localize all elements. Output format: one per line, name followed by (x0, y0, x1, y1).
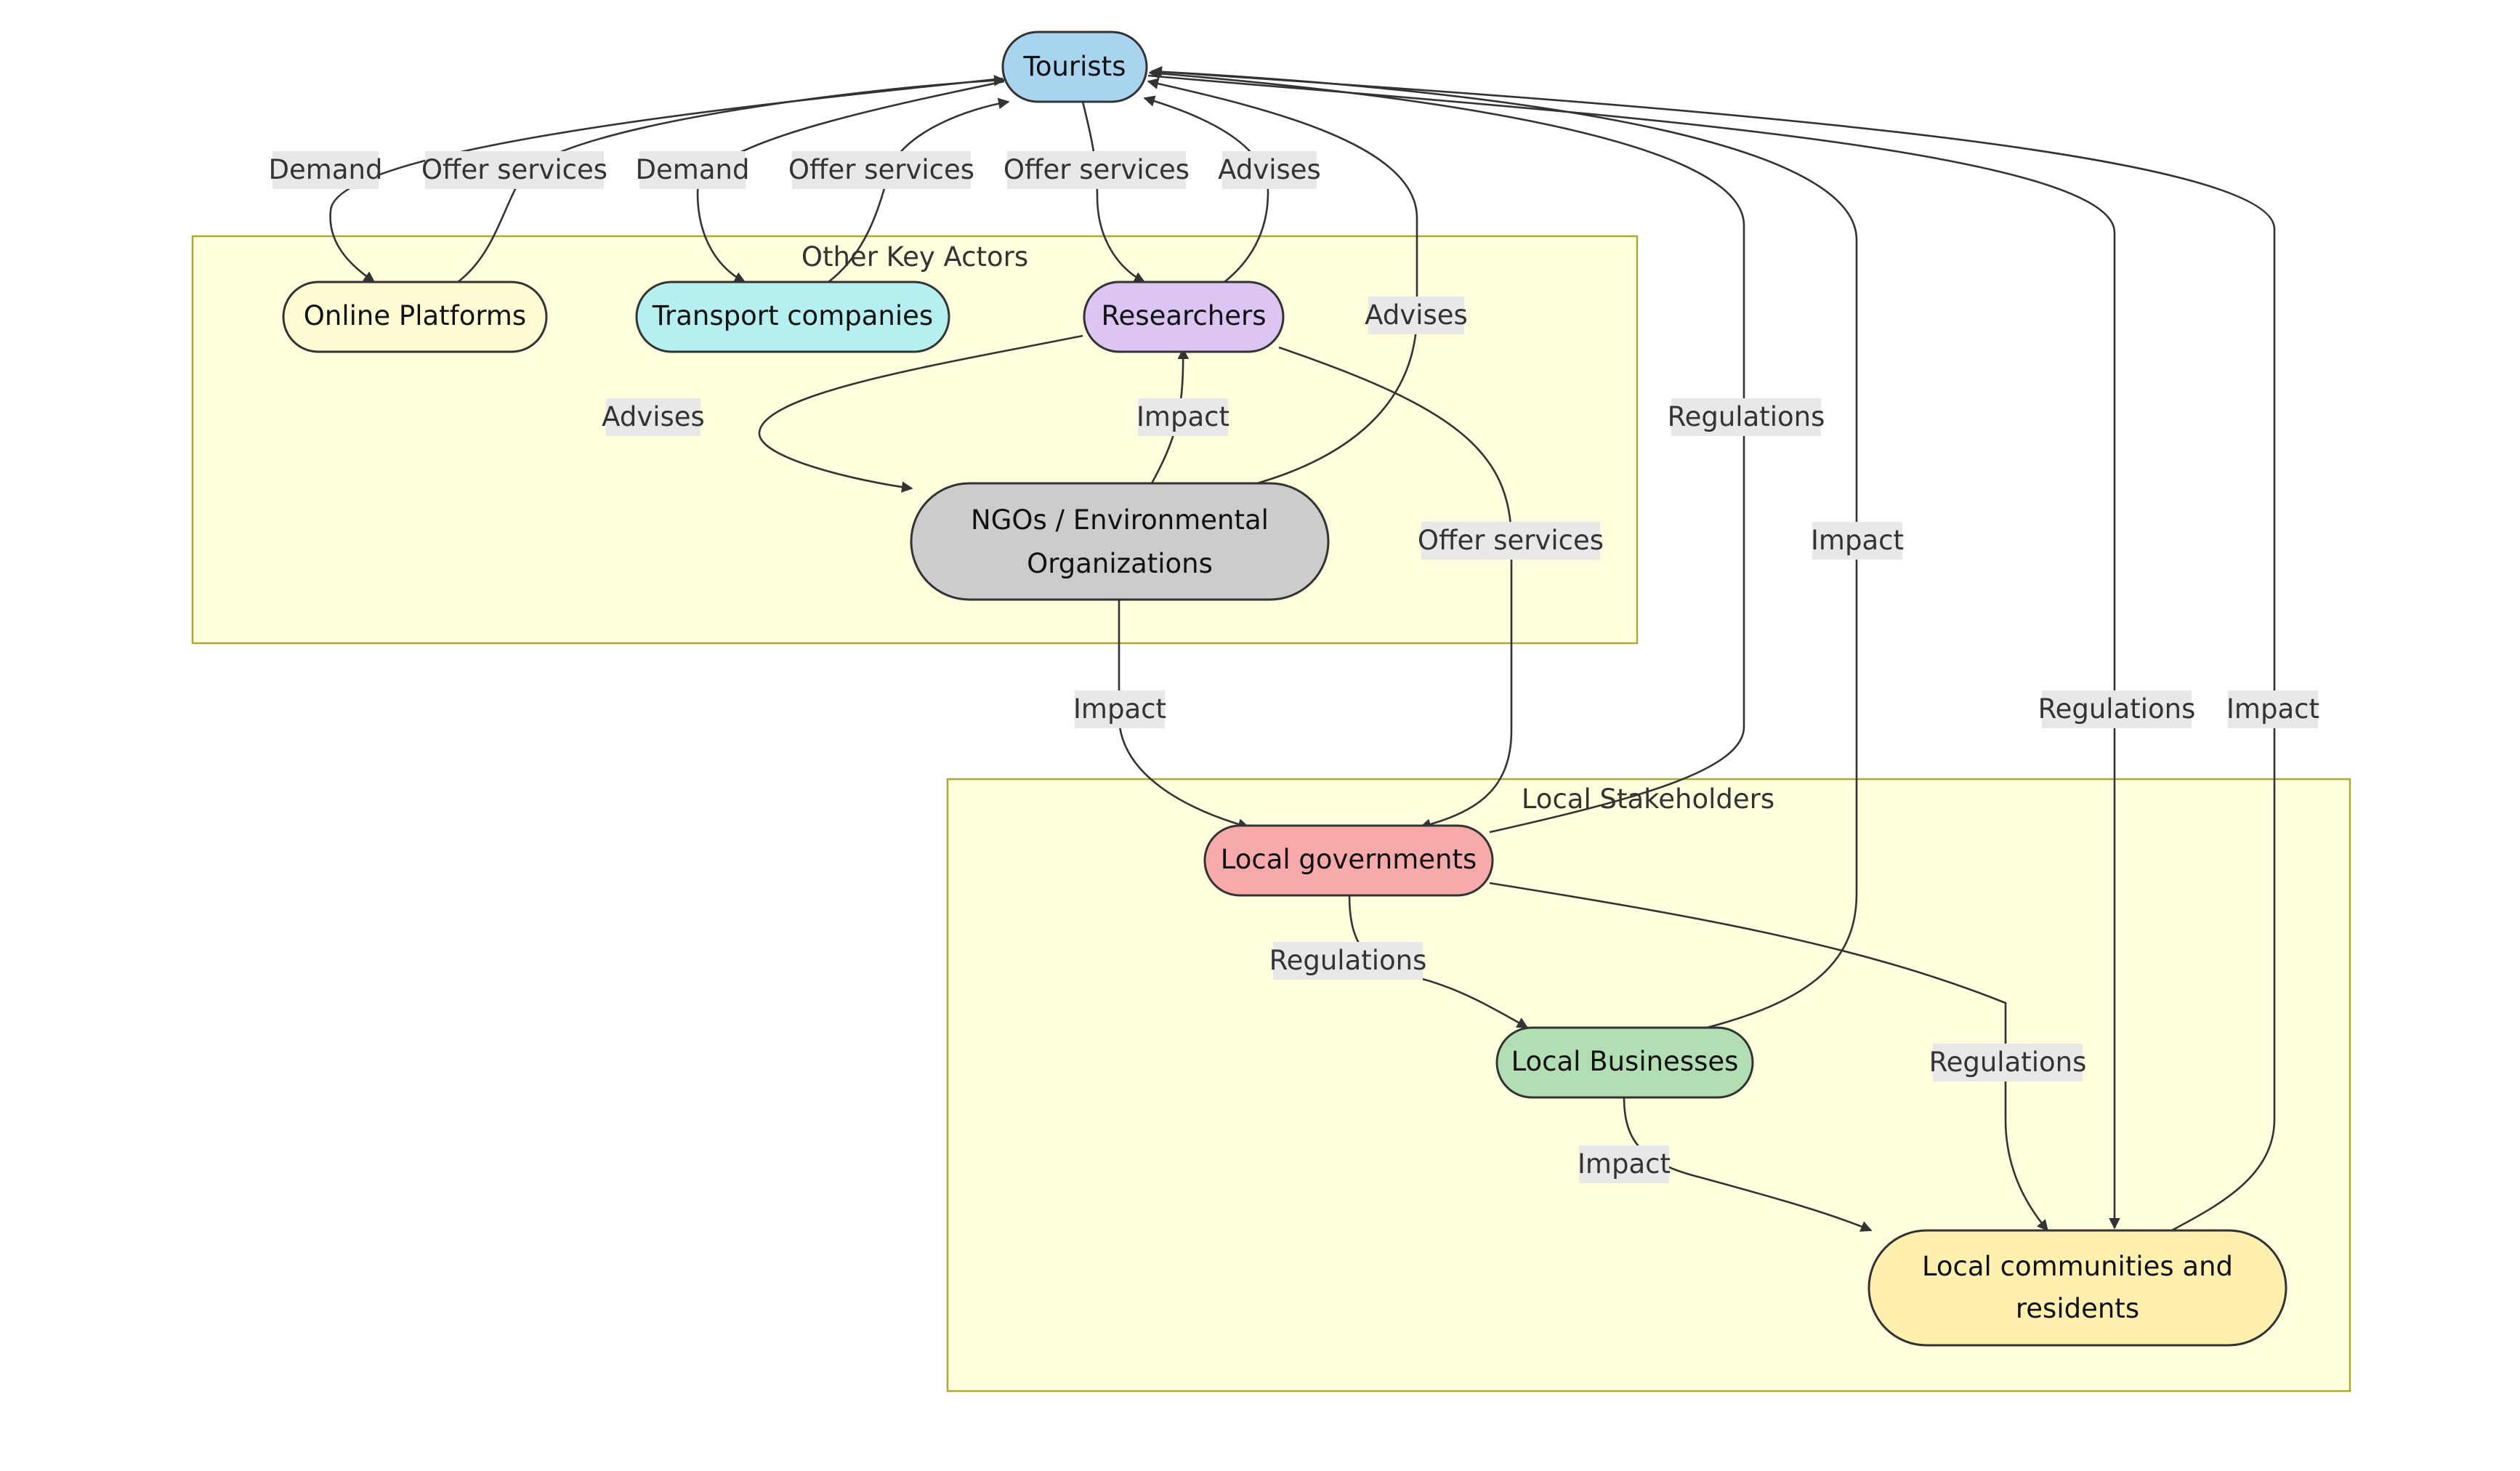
node-ngos[interactable]: NGOs / Environmental Organizations (910, 482, 1330, 601)
svg-text:Impact: Impact (2226, 693, 2319, 725)
node-researchers[interactable]: Researchers (1083, 281, 1285, 353)
edge-labels: Demand Offer services Demand Offer servi… (269, 151, 2319, 1183)
edge-ngos-govts[interactable] (1118, 600, 1250, 830)
edge-label-e10: Offer services (1418, 522, 1604, 560)
svg-text:Regulations: Regulations (1929, 1047, 2087, 1078)
svg-text:Demand: Demand (269, 154, 383, 185)
node-govts-label: Local governments (1221, 844, 1477, 875)
node-local-communities[interactable]: Local communities and residents (1867, 1229, 2287, 1347)
svg-text:Demand: Demand (636, 154, 750, 185)
cluster-local-label: Local Stakeholders (1522, 783, 1774, 815)
svg-text:Offer services: Offer services (1003, 154, 1190, 185)
node-business-label: Local Businesses (1511, 1046, 1739, 1077)
svg-text:Advises: Advises (602, 401, 705, 432)
svg-text:Regulations: Regulations (2038, 693, 2196, 725)
node-local-businesses[interactable]: Local Businesses (1495, 1026, 1754, 1099)
edge-ngos-tourists[interactable] (1147, 78, 1418, 485)
node-communities-label-line2: residents (2016, 1293, 2139, 1324)
edge-business-tourists[interactable] (1150, 65, 1858, 1030)
svg-text:Impact: Impact (1136, 401, 1229, 432)
svg-text:Advises: Advises (1365, 299, 1468, 331)
node-ngos-label-line1: NGOs / Environmental (971, 504, 1269, 536)
edge-label-e1: Demand (269, 151, 383, 189)
edge-online-tourists[interactable] (457, 74, 1006, 283)
svg-text:Impact: Impact (1811, 525, 1904, 556)
node-transport-companies[interactable]: Transport companies (635, 281, 950, 353)
node-online-platforms[interactable]: Online Platforms (282, 281, 548, 353)
edge-label-e17: Regulations (1929, 1044, 2087, 1081)
edge-label-e3: Demand (636, 151, 750, 189)
edge-researchers-govts[interactable] (1278, 346, 1513, 830)
edge-govts-tourists[interactable] (1148, 68, 1745, 834)
edge-label-e16: Regulations (1269, 942, 1427, 980)
edge-label-e14: Regulations (2038, 690, 2196, 728)
edge-tourists-communities[interactable] (1147, 74, 2120, 1230)
edge-label-e2: Offer services (421, 151, 607, 189)
node-tourists[interactable]: Tourists (1001, 31, 1148, 103)
edge-label-e13: Impact (1073, 690, 1166, 728)
svg-text:Impact: Impact (1578, 1148, 1671, 1180)
nodes: Tourists Online Platforms Transport comp… (282, 31, 2287, 1347)
node-tourists-label: Tourists (1023, 51, 1126, 82)
edge-label-e9: Impact (1136, 398, 1229, 436)
cluster-other-label: Other Key Actors (801, 241, 1028, 273)
node-communities-label-line1: Local communities and (1922, 1251, 2233, 1282)
svg-text:Regulations: Regulations (1668, 401, 1825, 432)
svg-text:Offer services: Offer services (788, 154, 974, 185)
edge-label-e6: Advises (1218, 151, 1321, 189)
edge-business-communities[interactable] (1623, 1097, 1873, 1232)
edge-tourists-researchers[interactable] (1081, 101, 1146, 283)
node-researchers-label: Researchers (1102, 300, 1267, 331)
edge-communities-tourists[interactable] (1150, 66, 2276, 1233)
edge-govts-communities[interactable] (1489, 882, 2049, 1232)
edges (329, 65, 2276, 1233)
edge-label-e8: Advises (602, 398, 705, 436)
node-transport-label: Transport companies (652, 300, 933, 331)
svg-text:Advises: Advises (1218, 154, 1321, 185)
edge-label-e15: Impact (2226, 690, 2319, 728)
edge-label-e4: Offer services (788, 151, 974, 189)
edge-label-e7: Advises (1365, 297, 1468, 334)
svg-text:Offer services: Offer services (421, 154, 607, 185)
node-local-governments[interactable]: Local governments (1203, 824, 1494, 897)
svg-text:Offer services: Offer services (1418, 525, 1604, 556)
edge-label-e5: Offer services (1003, 151, 1190, 189)
svg-text:Impact: Impact (1073, 693, 1166, 725)
edge-researchers-ngos[interactable] (758, 334, 1083, 493)
node-online-label: Online Platforms (304, 300, 526, 331)
node-ngos-label-line2: Organizations (1027, 548, 1213, 579)
edge-label-e12: Impact (1811, 522, 1904, 560)
edge-label-e18: Impact (1578, 1145, 1671, 1183)
edge-label-e11: Regulations (1668, 398, 1825, 436)
svg-text:Regulations: Regulations (1269, 945, 1427, 976)
